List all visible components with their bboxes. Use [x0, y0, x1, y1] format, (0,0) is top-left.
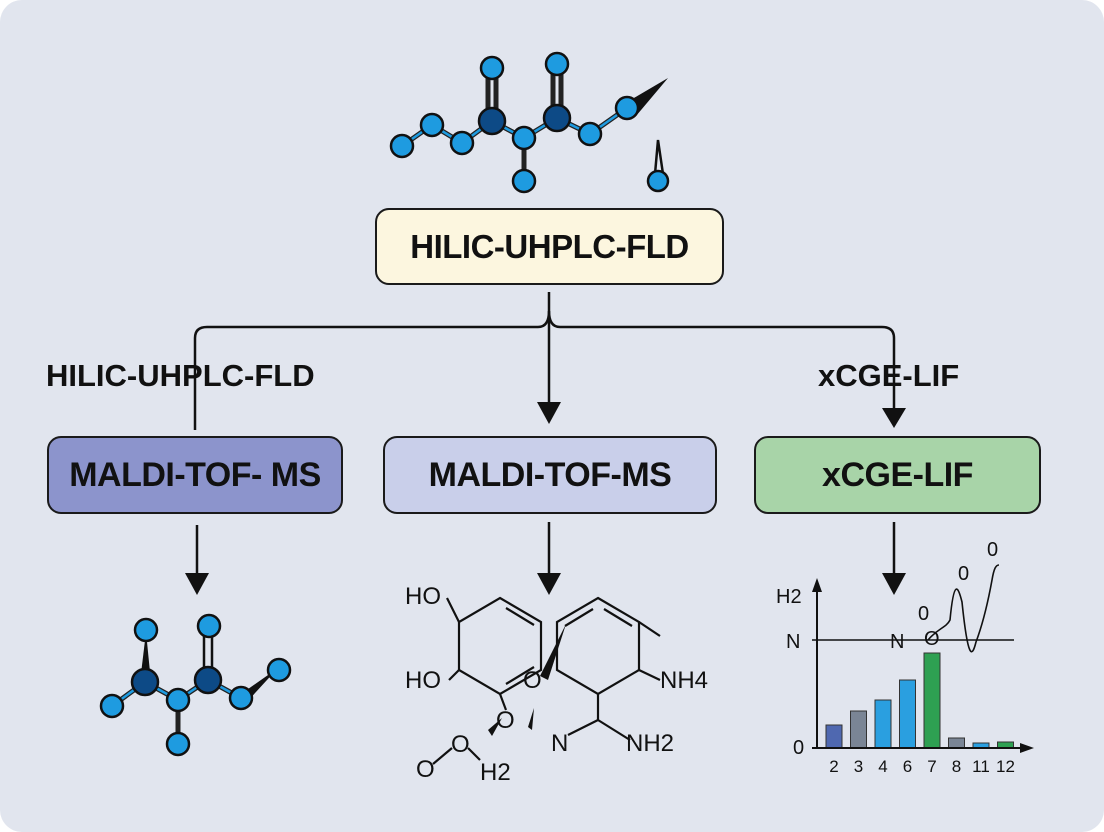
chart-bar-6 [899, 679, 916, 749]
chart-o-marker-3: 0 [918, 603, 929, 625]
center-box-label: MALDI-TOF-MS [428, 455, 672, 494]
top-box-label: HILIC-UHPLC-FLD [410, 227, 689, 265]
chart-bar-4 [874, 699, 892, 749]
chart-tick-label-11: 11 [972, 757, 990, 776]
chart-bar-3 [850, 710, 867, 749]
right-box-label: xCGE-LIF [822, 455, 973, 494]
chart-tick-label-7: 7 [927, 757, 936, 776]
chart-bars-group [825, 652, 1014, 749]
chart-tick-label-6: 6 [903, 757, 912, 776]
xcge-lif-box: xCGE-LIF [754, 436, 1041, 514]
label-nh4: NH4 [660, 667, 708, 694]
label-nh2: NH2 [626, 730, 674, 757]
right-side-label: xCGE-LIF [818, 358, 960, 393]
chart-tick-label-12: 12 [996, 757, 1015, 776]
chart-tick-label-3: 3 [854, 757, 863, 776]
label-n-left: N [551, 730, 568, 757]
chart-peak-trace [927, 564, 1000, 653]
chart-tick-label-8: 8 [952, 757, 961, 776]
chart-bar-7 [923, 652, 941, 749]
maldi-tof-ms-box-center: MALDI-TOF-MS [383, 436, 717, 514]
label-o-lower: O [451, 731, 470, 758]
label-o-bridge: O [496, 707, 515, 734]
label-ho-bottom: HO [405, 667, 441, 694]
chart-bar-2 [825, 724, 843, 749]
label-o-ring: O [523, 667, 542, 694]
chart-bar-8 [948, 737, 965, 749]
chart-y-label-mid: N [786, 631, 800, 653]
hilic-uhplc-fld-box: HILIC-UHPLC-FLD [375, 208, 724, 285]
chart-o-marker-2: 0 [958, 563, 969, 585]
left-box-label: MALDI-TOF- MS [69, 455, 321, 494]
left-side-label: HILIC-UHPLC-FLD [46, 358, 315, 393]
chart-o-marker-4: O [924, 628, 940, 650]
label-ho-top: HO [405, 583, 441, 610]
maldi-tof-ms-box-left: MALDI-TOF- MS [47, 436, 343, 514]
chart-tick-label-4: 4 [878, 757, 887, 776]
chart-tick-label-2: 2 [829, 757, 838, 776]
label-o-bottom: O [416, 756, 435, 783]
chart-n-marker: N [890, 631, 904, 653]
chart-o-marker-1: 0 [987, 539, 998, 561]
chart-y-label-zero: 0 [793, 737, 804, 759]
chart-y-label-top: H2 [776, 586, 802, 608]
label-h2-bottom: H2 [480, 759, 511, 786]
